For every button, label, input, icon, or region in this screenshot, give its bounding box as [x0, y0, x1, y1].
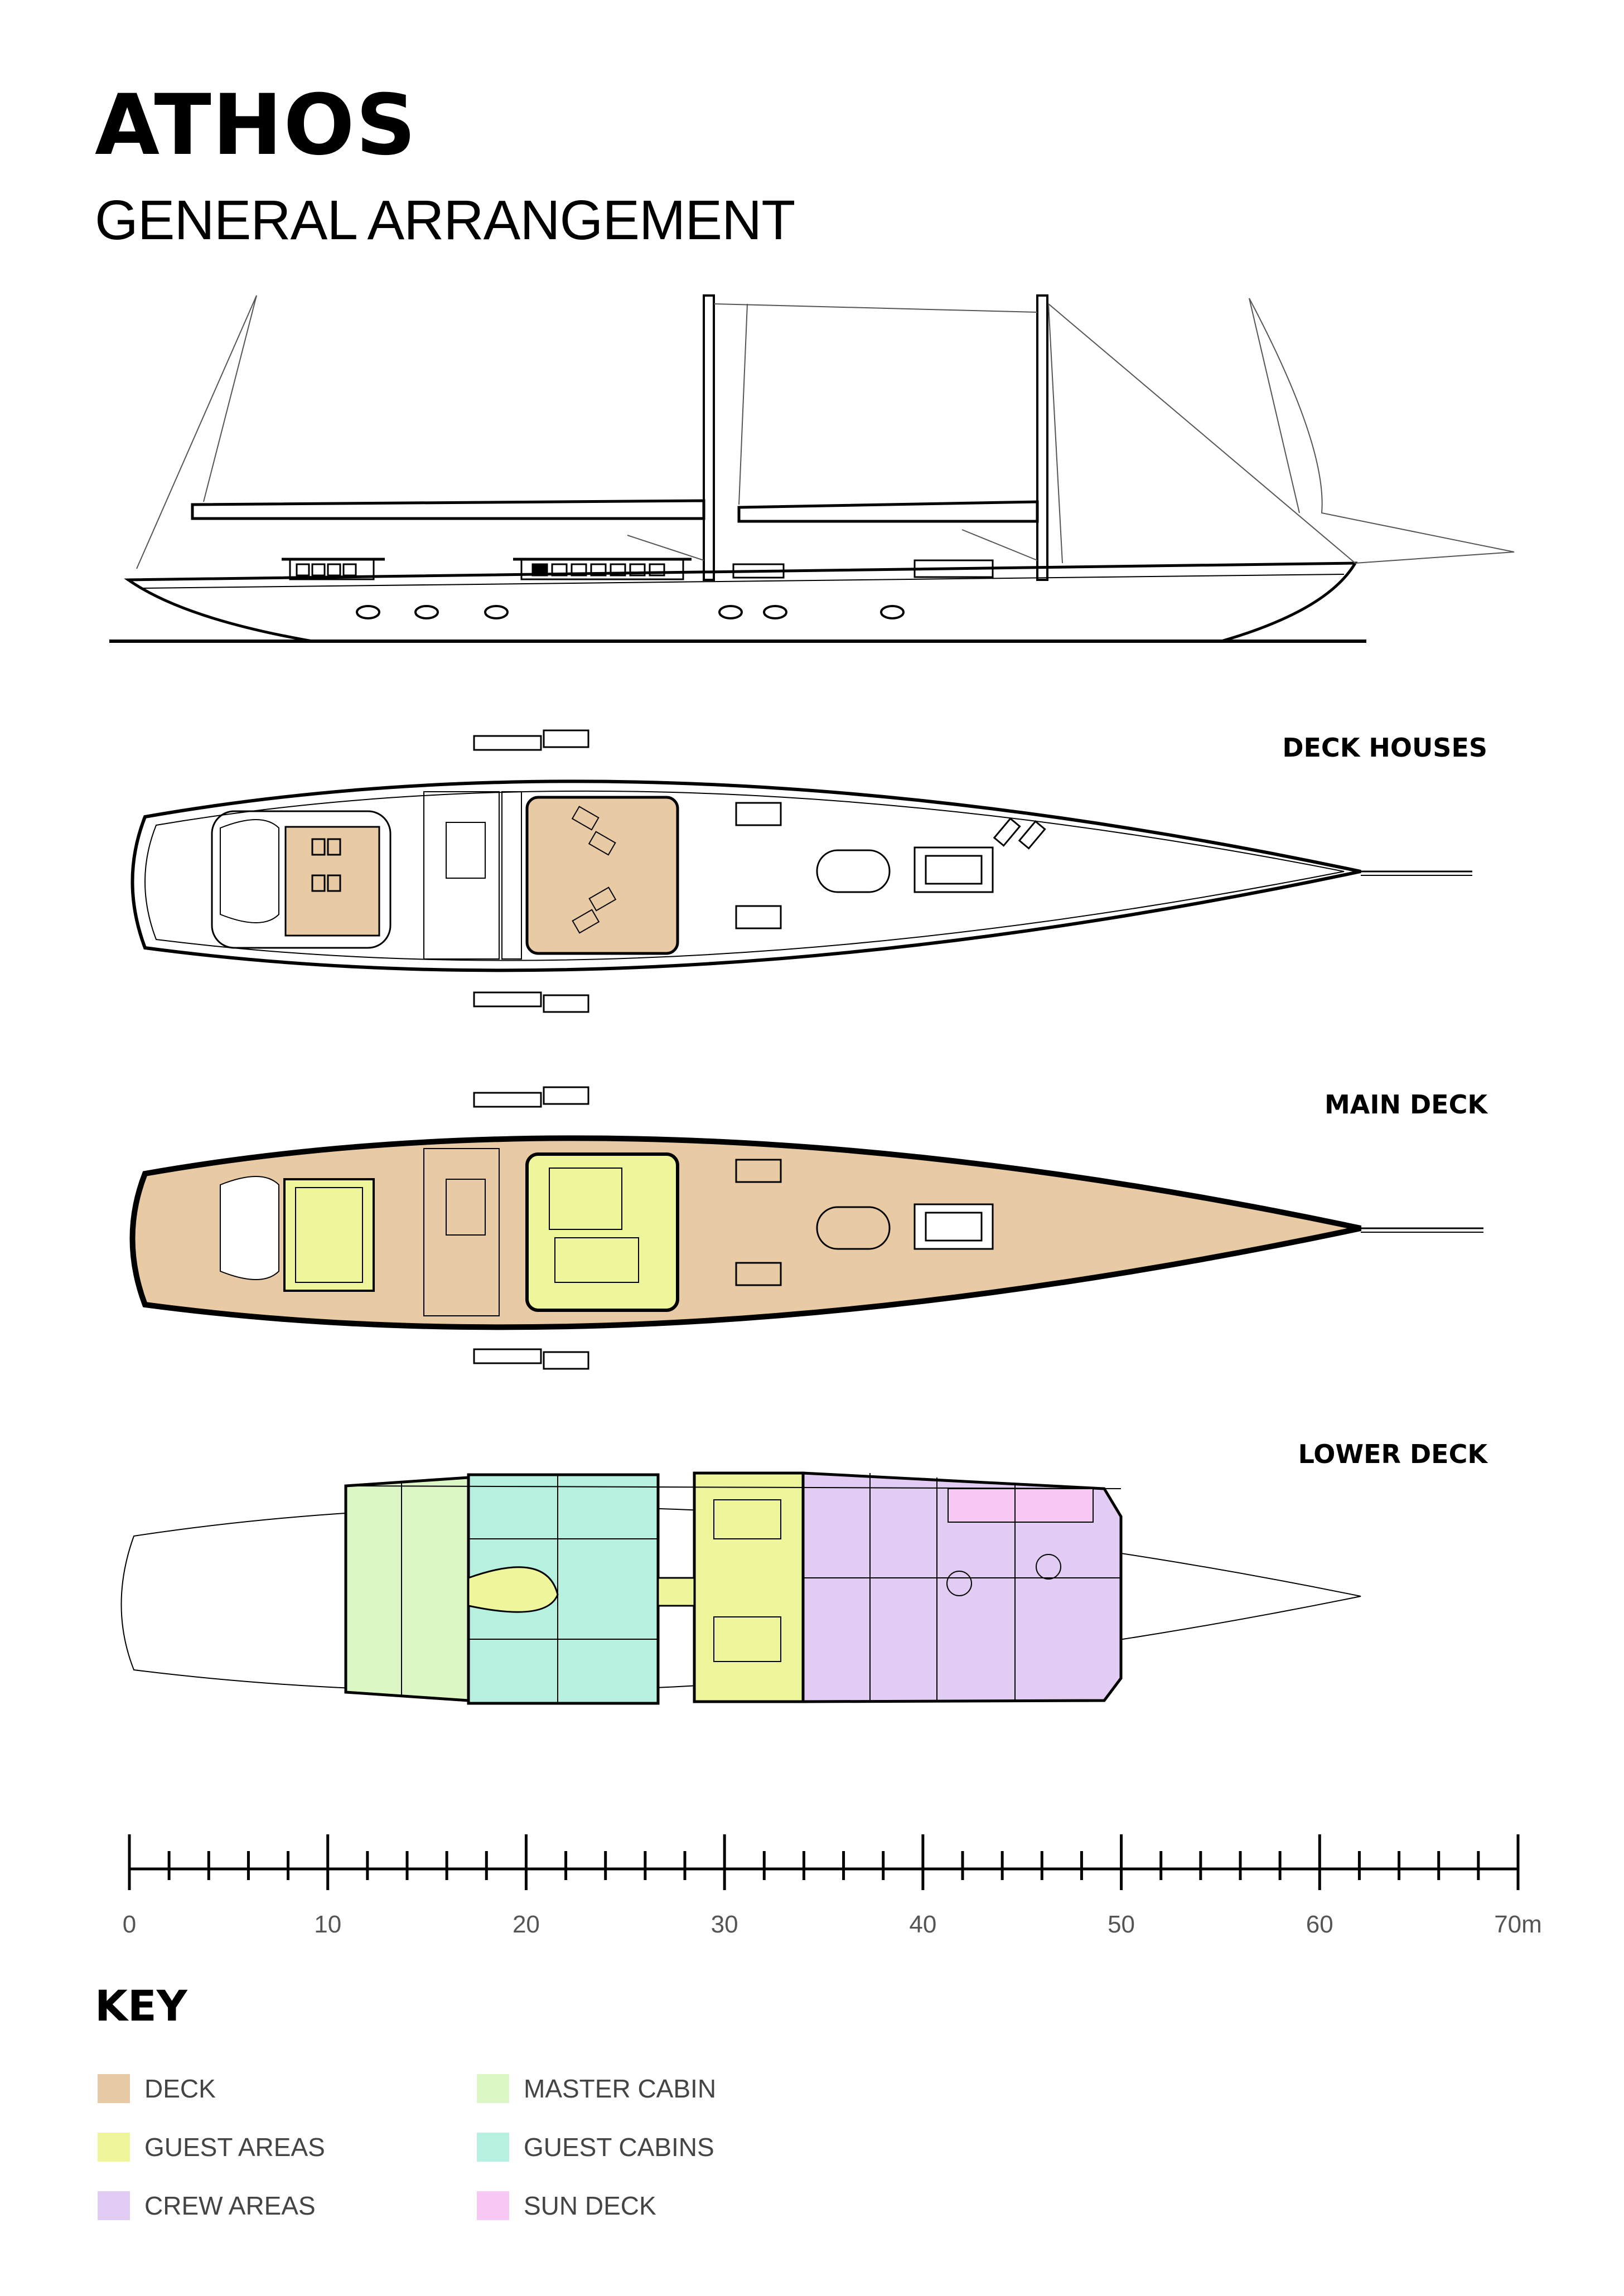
main-deck-plan — [129, 1086, 1483, 1370]
scale-bar-icon — [128, 1834, 1520, 1890]
key-item: GUEST AREAS — [98, 2133, 325, 2162]
key-item: CREW AREAS — [98, 2191, 316, 2220]
color-swatch-icon — [477, 2074, 509, 2103]
key-item-label: MASTER CABIN — [524, 2074, 717, 2103]
section-label-lower-deck: LOWER DECK — [1298, 1439, 1487, 1469]
key-item: MASTER CABIN — [477, 2074, 716, 2103]
lower-deck-plan — [120, 1471, 1361, 1705]
scale-tick-label: 0 — [122, 1911, 137, 1938]
hull — [124, 561, 1358, 643]
deck-plan-icon — [130, 729, 1472, 1013]
key-heading: KEY — [95, 1981, 187, 2031]
color-swatch-icon — [98, 2133, 130, 2162]
master-cabin — [344, 1476, 470, 1702]
main-guest-saloon — [525, 1152, 679, 1312]
scale-tick-label: 40 — [909, 1911, 937, 1938]
key-item: GUEST CABINS — [477, 2133, 714, 2162]
page-title: ATHOS — [95, 77, 417, 174]
section-label-deck-houses: DECK HOUSES — [1282, 733, 1487, 763]
guest-cabins — [467, 1473, 660, 1705]
section-label-main-deck: MAIN DECK — [1324, 1089, 1487, 1120]
scale-tick-label: 30 — [710, 1911, 738, 1938]
page-subtitle: GENERAL ARRANGEMENT — [95, 189, 795, 251]
key-item: DECK — [98, 2074, 216, 2103]
main-mast — [703, 294, 715, 581]
scale-tick-label: 70m — [1494, 1911, 1542, 1938]
color-swatch-icon — [477, 2133, 509, 2162]
guest-areas-lower — [693, 1471, 805, 1703]
profile-drawing — [109, 294, 1515, 643]
key-item-label: GUEST AREAS — [144, 2133, 325, 2162]
deck-plan-icon — [120, 1471, 1361, 1705]
color-swatch-icon — [98, 2191, 130, 2220]
boat-profile-icon — [109, 294, 1515, 643]
scale-tick-label: 50 — [1108, 1911, 1135, 1938]
scale-tick-label: 10 — [314, 1911, 342, 1938]
color-swatch-icon — [477, 2191, 509, 2220]
deck-houses-plan — [130, 729, 1472, 1013]
sails — [136, 295, 1515, 569]
main-boom — [191, 499, 705, 520]
portholes — [356, 605, 905, 619]
fore-boom — [737, 500, 1039, 523]
key-item: SUN DECK — [477, 2191, 656, 2220]
scale-bar — [128, 1834, 1520, 1890]
aft-deckhouse — [282, 558, 385, 580]
key-item-label: SUN DECK — [524, 2191, 656, 2220]
key-item-label: CREW AREAS — [144, 2191, 316, 2220]
main-sun-deck — [525, 796, 679, 955]
deck-plan-icon — [129, 1086, 1483, 1370]
aft-sun-deck — [284, 826, 380, 937]
fore-mast — [1036, 294, 1048, 581]
scale-tick-label: 60 — [1306, 1911, 1333, 1938]
key-item-label: GUEST CABINS — [524, 2133, 714, 2162]
key-item-label: DECK — [144, 2074, 216, 2103]
scale-tick-label: 20 — [512, 1911, 540, 1938]
color-swatch-icon — [98, 2074, 130, 2103]
main-deckhouse — [513, 558, 692, 580]
